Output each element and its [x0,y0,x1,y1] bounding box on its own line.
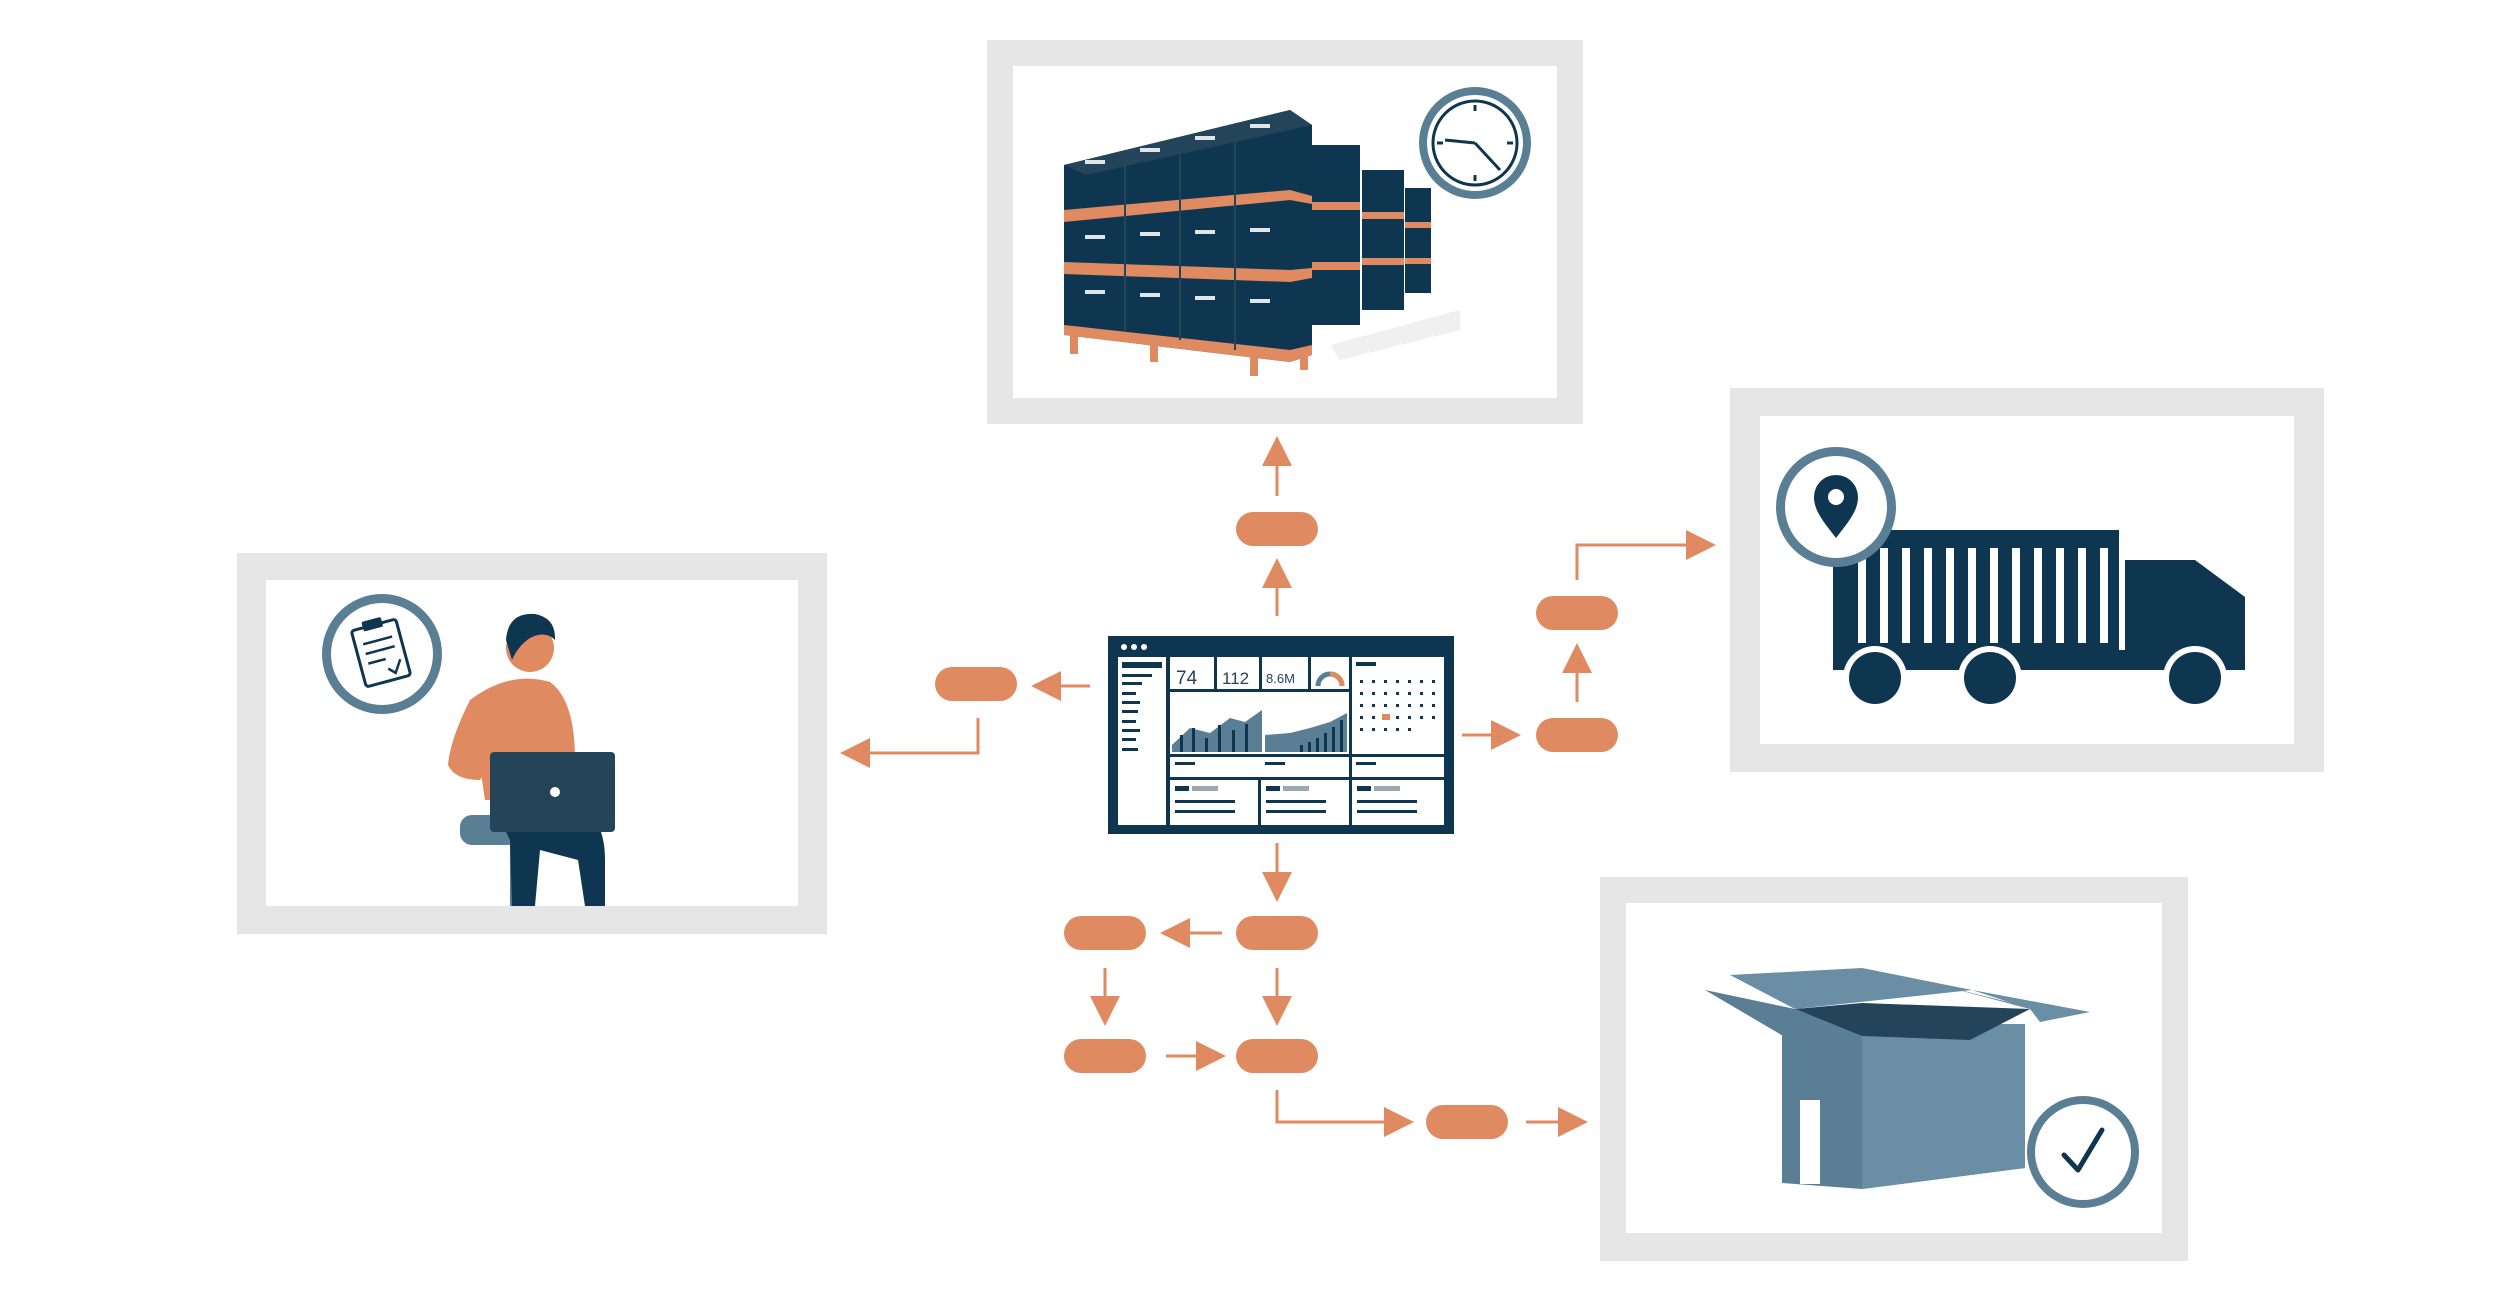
delivery-truck-illustration [1833,530,2245,710]
arrow [1575,530,1716,580]
dashboard-monitor: 74 112 8.6M [1108,636,1454,834]
flow-arrows [840,436,1716,1137]
calendar-widget [1356,662,1435,731]
kpi-value-3: 8.6M [1266,671,1295,686]
step-pill [1536,718,1618,752]
flow-steps [935,512,1618,1139]
arrow [1275,1090,1414,1137]
step-pill [1064,916,1146,950]
checkmark-icon [2027,1096,2139,1208]
step-pill [1536,596,1618,630]
kpi-value-1: 74 [1176,668,1198,689]
step-pill [1236,512,1318,546]
step-pill [1236,1039,1318,1073]
clock-icon [1419,87,1531,199]
step-pill [935,667,1017,701]
warehouse-shelves-illustration [1064,110,1460,376]
step-pill [1236,916,1318,950]
worker-with-laptop-illustration [448,613,615,906]
step-pill [1426,1105,1508,1139]
clipboard-icon [322,594,442,714]
kpi-value-2: 112 [1222,669,1249,688]
arrow [840,718,980,768]
step-pill [1064,1039,1146,1073]
open-box-illustration [1705,968,2090,1189]
location-pin-icon [1776,447,1896,567]
